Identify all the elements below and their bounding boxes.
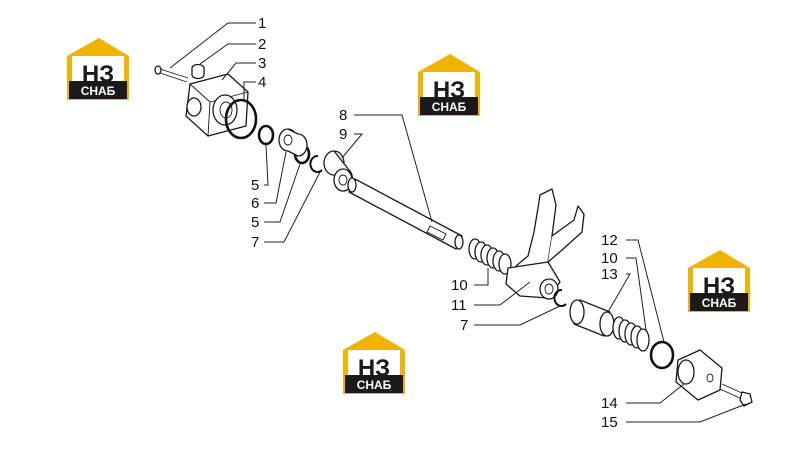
part-shaft [347, 177, 464, 250]
part-o-ring-5-a [257, 124, 275, 146]
part-o-ring-lower [649, 340, 675, 370]
part-o-ring-large [224, 98, 258, 140]
callout-15: 15 [601, 414, 618, 431]
leader-8 [354, 114, 433, 223]
watermark-logo-right: НЗ СНАБ [688, 250, 750, 312]
leader-7a [264, 171, 321, 243]
leader-6 [264, 151, 287, 204]
callout-10a: 10 [451, 277, 468, 294]
leader-5b [264, 163, 301, 223]
part-bolt-cover [719, 383, 753, 407]
part-housing [185, 73, 249, 137]
callout-1: 1 [258, 15, 266, 32]
leader-5a [264, 144, 269, 186]
callout-7b: 7 [460, 317, 468, 334]
part-circlip-lower [553, 288, 567, 307]
callout-labels: 1 2 3 4 5 6 5 7 8 9 10 11 7 12 10 13 14 … [251, 15, 618, 431]
callout-6: 6 [251, 195, 259, 212]
callout-12: 12 [601, 232, 618, 249]
watermark-caption: СНАБ [81, 84, 116, 98]
watermark-logo-top-left: НЗ СНАБ [67, 38, 129, 100]
callout-3: 3 [258, 55, 266, 72]
callout-8: 8 [339, 107, 347, 124]
watermark-caption: СНАБ [432, 100, 467, 114]
callout-5b: 5 [251, 214, 259, 231]
leader-10a [474, 268, 489, 286]
leader-7b [474, 305, 561, 326]
part-plug-screw [191, 63, 205, 80]
part-bushing [278, 128, 308, 157]
leader-1 [169, 22, 256, 69]
watermark-logo-bottom: НЗ СНАБ [343, 332, 405, 394]
part-sleeve-lower [569, 299, 615, 337]
callout-7a: 7 [251, 234, 259, 251]
leader-lines [169, 22, 747, 423]
callout-14: 14 [601, 395, 618, 412]
part-cover [675, 349, 723, 401]
part-spring-upper [468, 238, 512, 275]
callout-13: 13 [601, 266, 618, 283]
part-bolt-small [154, 65, 189, 83]
leader-2 [199, 43, 256, 65]
part-spring-lower [612, 316, 650, 352]
watermark-caption: СНАБ [357, 378, 392, 392]
leader-11 [474, 281, 531, 306]
callout-11: 11 [451, 297, 467, 314]
callout-4: 4 [258, 74, 266, 91]
callout-5a: 5 [251, 177, 259, 194]
leader-12 [626, 239, 665, 343]
callout-9: 9 [339, 126, 347, 143]
leader-9 [341, 133, 364, 159]
leader-13 [607, 273, 631, 313]
leader-10b [626, 257, 647, 331]
part-shift-fork [505, 188, 585, 300]
callout-2: 2 [258, 36, 266, 53]
watermark-logo-top-center: НЗ СНАБ [418, 54, 480, 116]
part-spacer-sleeve [323, 150, 354, 192]
part-circlip-upper [309, 154, 323, 173]
leader-15 [626, 403, 747, 423]
callout-10b: 10 [601, 250, 618, 267]
leader-4 [243, 81, 256, 100]
leader-3 [221, 62, 256, 81]
watermark-caption: СНАБ [702, 296, 737, 310]
leader-14 [626, 383, 685, 404]
